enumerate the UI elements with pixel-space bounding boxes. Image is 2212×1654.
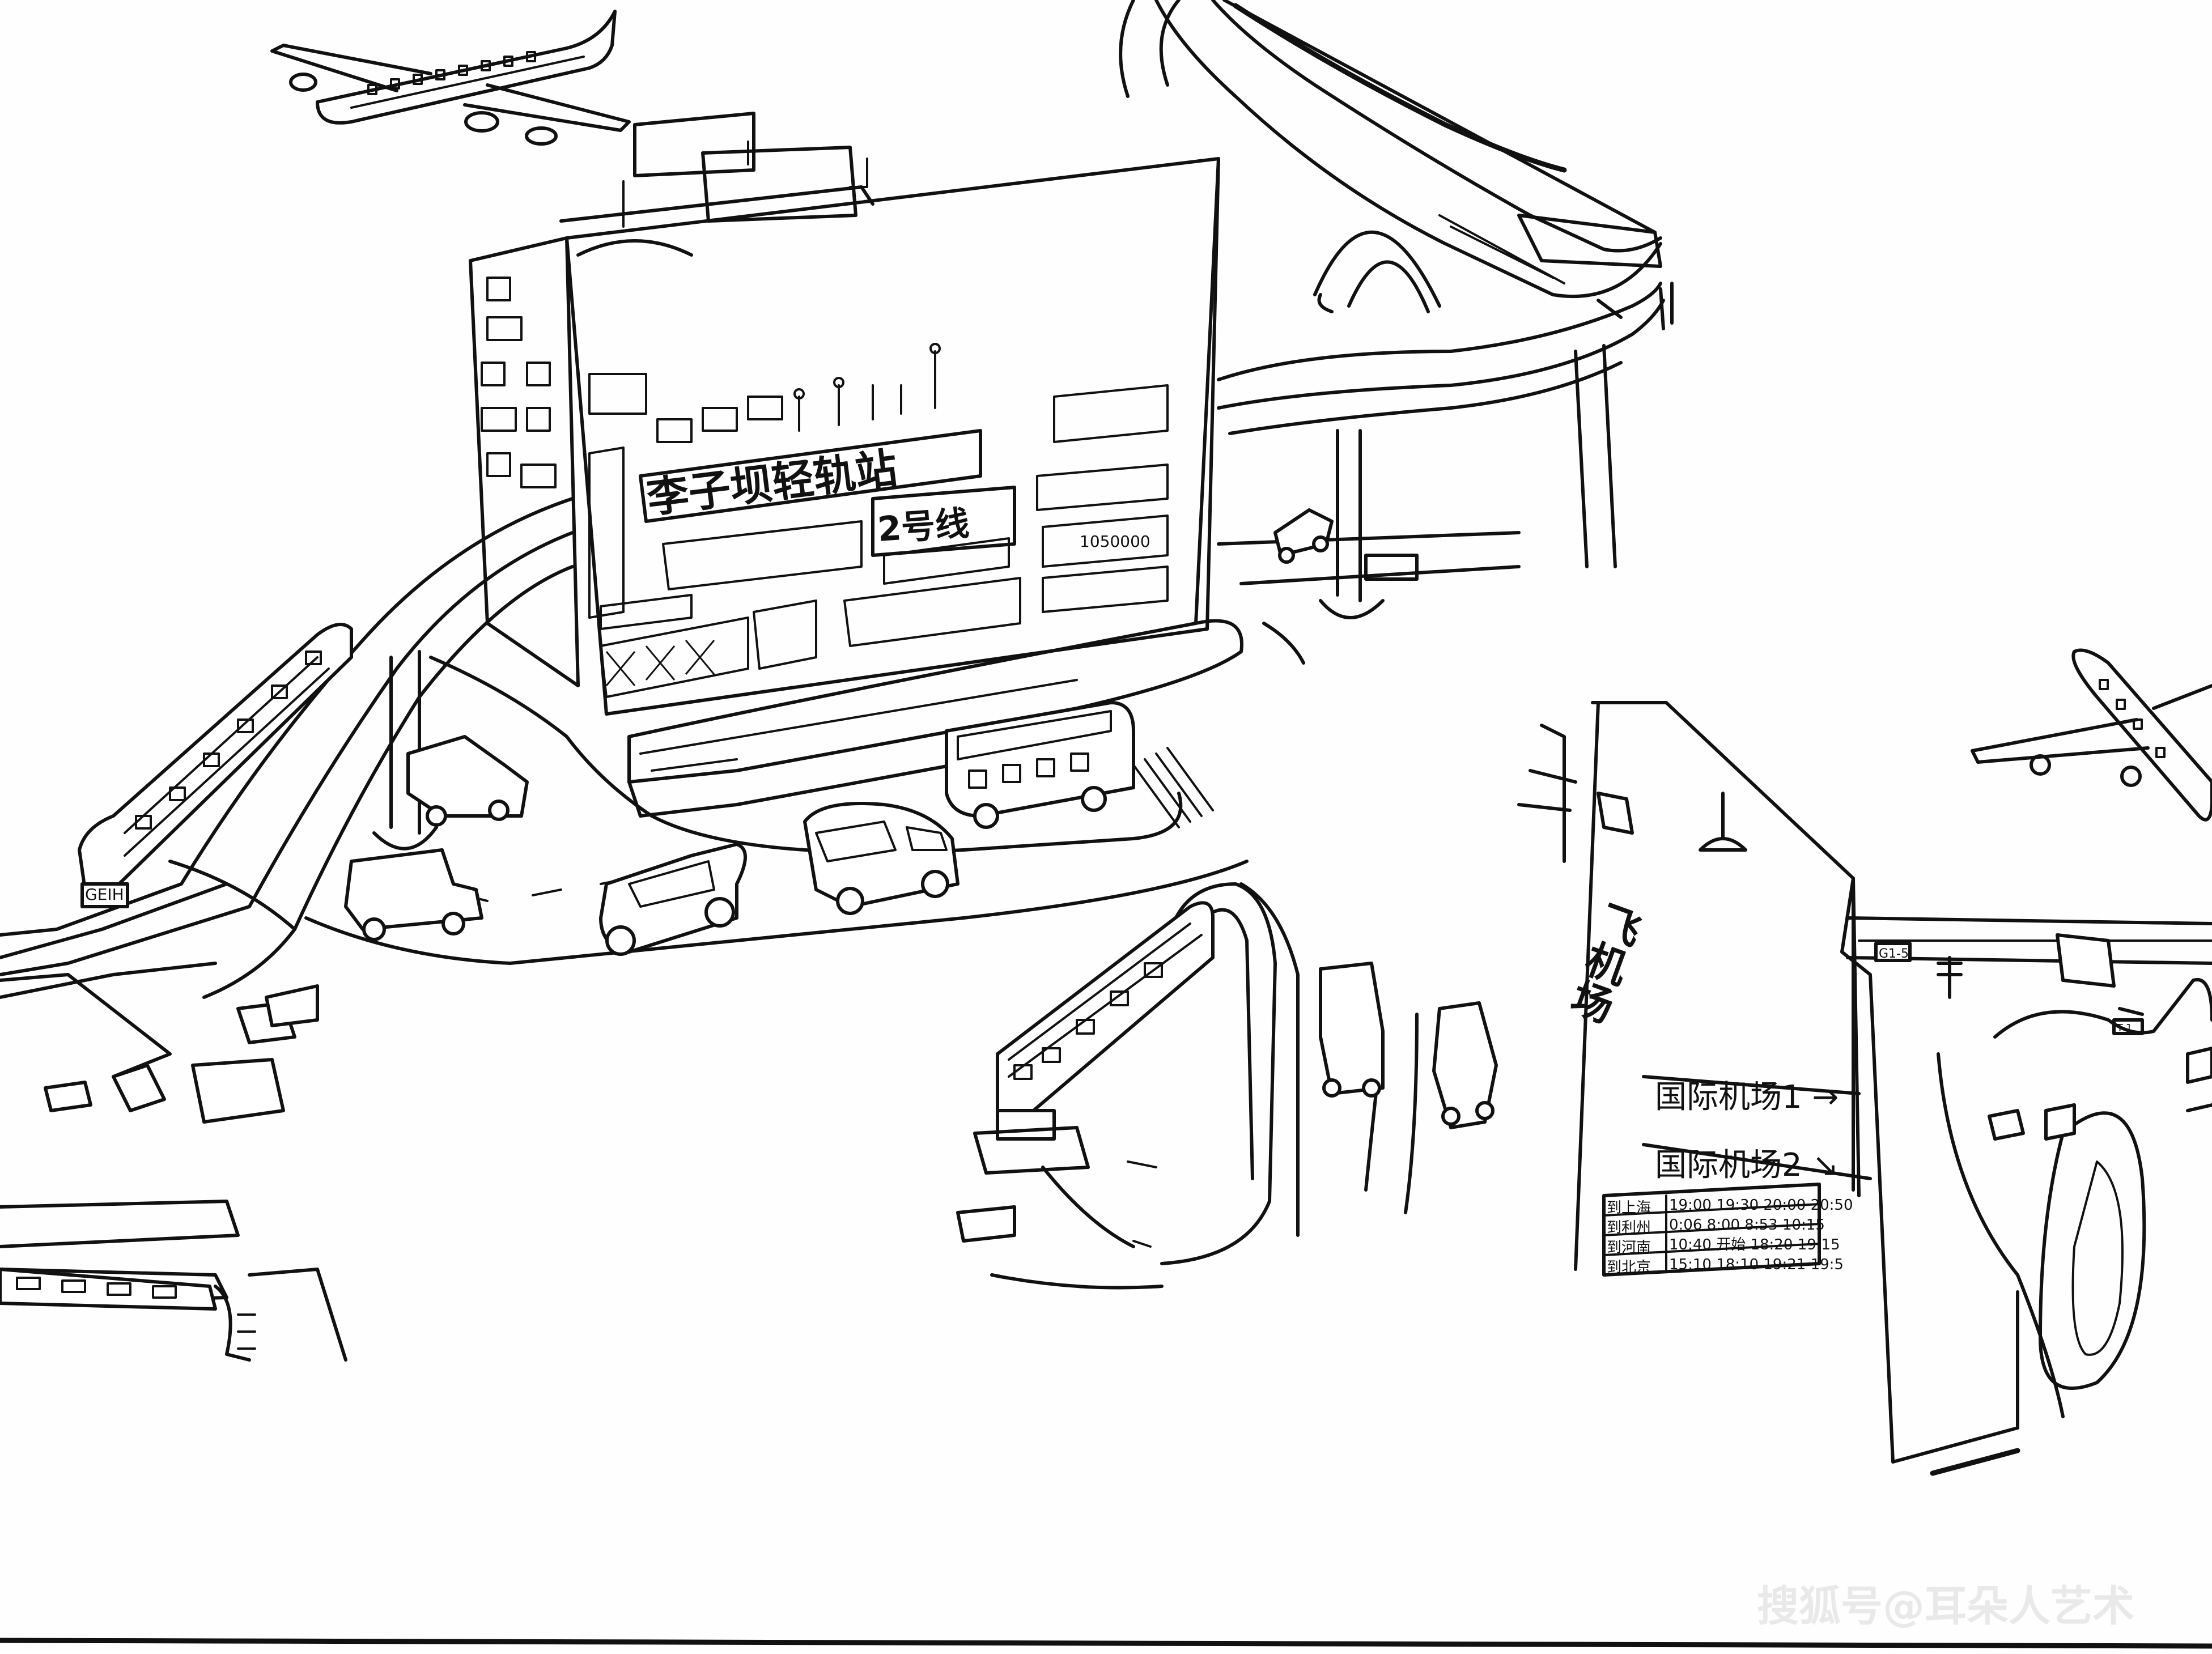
terminal-vertical-sign: 飞机场 [1560,896,1647,1027]
train-front-label: GEIH [85,885,124,904]
bottom-edge-line [0,1638,2212,1649]
timetable-dest-3: 到河南 [1607,1239,1651,1256]
timetable-times-4: 15:10 18:10 19:21 19:5 [1669,1256,1844,1273]
train-icon: GEIH [78,623,353,908]
bridge-building [1517,214,1662,319]
terminal-building: 飞机场 国际机场1 → 国际机场2 ↘ 到上海 19:00 19:30 20:0… [1517,701,1872,1277]
plane-icon [1971,648,2212,822]
car-icon [1273,508,1334,564]
car-icon [599,843,747,956]
parking-area [0,973,319,1124]
airfield: G1-5 T-1 [1840,877,2212,1476]
station-name-sign: 李子坝轻轨站 [644,444,900,522]
line-sign: 2号线 [876,504,970,550]
direction-sign-2: 国际机场2 ↘ [1655,1147,1839,1184]
timetable-times-1: 19:00 19:30 20:00 20:50 [1669,1197,1853,1214]
train-icon [956,882,1300,1290]
timetable-dest-2: 到利州 [1607,1219,1651,1236]
truck-icon [344,848,483,941]
car-icon [406,735,529,827]
car-icon [803,802,959,915]
upper-viaduct [1119,0,1662,313]
crane-icon [1937,956,1963,999]
timetable-board: 到上海 19:00 19:30 20:00 20:50 到利州 0:06 8:0… [1602,1183,1853,1277]
counter-number: 1050000 [1080,532,1150,551]
timetable-times-2: 0:06 8:00 8:53 10:15 [1669,1217,1825,1234]
main-road [304,531,1521,1214]
watermark-text: 搜狐号@耳朵人艺术 [1757,1582,2134,1631]
timetable-dest-4: 到北京 [1607,1259,1651,1276]
timetable-dest-1: 到上海 [1607,1200,1651,1217]
monorail-track [0,282,1674,999]
train-icon [0,1200,347,1362]
bus-icon [945,701,1135,829]
airfield-sign: G1-5 [1879,947,1909,961]
truck-icon [1432,1001,1498,1129]
plane-icon [270,10,631,146]
truck-icon [1319,962,1385,1098]
timetable-times-3: 10:40 开始 18:20 19:15 [1669,1236,1840,1253]
